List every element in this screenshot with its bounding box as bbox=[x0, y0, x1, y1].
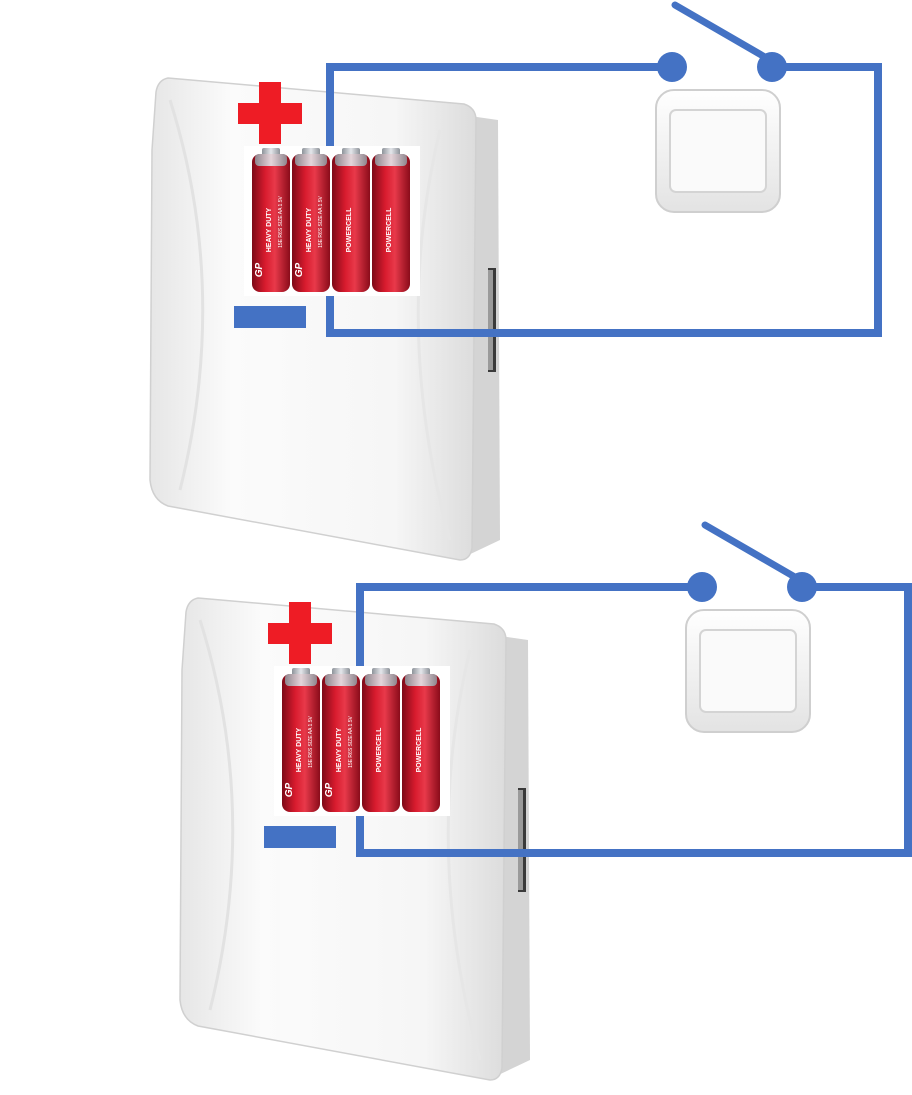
battery-size-label: 15E R6S SIZE AA 1.5V bbox=[278, 195, 284, 247]
battery-label: HEAVY DUTY bbox=[266, 207, 273, 252]
battery-body bbox=[372, 154, 410, 292]
wire-switch-to-negative bbox=[326, 63, 882, 337]
aa-battery-icon: HEAVY DUTY 15E R6S SIZE AA 1.5V GP bbox=[322, 668, 360, 812]
battery-size-label: 15E R6S SIZE AA 1.5V bbox=[348, 715, 354, 767]
aa-battery-icon: HEAVY DUTY 15E R6S SIZE AA 1.5V GP bbox=[252, 148, 290, 292]
battery-body bbox=[402, 674, 440, 812]
aa-battery-icon: POWERCELL bbox=[372, 148, 410, 292]
battery-label: POWERCELL bbox=[346, 207, 353, 252]
switch-contact-left-icon bbox=[657, 52, 687, 82]
minus-terminal-icon bbox=[264, 826, 336, 848]
aa-battery-icon: HEAVY DUTY 15E R6S SIZE AA 1.5V GP bbox=[282, 668, 320, 812]
wire-positive-to-switch bbox=[326, 63, 672, 150]
switch-contact-right-icon bbox=[757, 52, 787, 82]
battery-label: POWERCELL bbox=[416, 727, 423, 772]
switch-lever bbox=[671, 1, 774, 64]
battery-body bbox=[252, 154, 290, 292]
switch-rocker bbox=[669, 109, 767, 193]
wall-switch-icon bbox=[655, 89, 781, 213]
battery-shoulder bbox=[335, 154, 367, 166]
battery-shoulder bbox=[285, 674, 317, 686]
battery-label: HEAVY DUTY bbox=[306, 207, 313, 252]
minus-terminal-icon bbox=[234, 306, 306, 328]
switch-rocker bbox=[699, 629, 797, 713]
aa-battery-icon: POWERCELL bbox=[332, 148, 370, 292]
plus-horizontal-bar bbox=[268, 623, 332, 644]
battery-body bbox=[332, 154, 370, 292]
battery-brand: GP bbox=[284, 782, 295, 797]
aa-battery-icon: POWERCELL bbox=[362, 668, 400, 812]
aa-battery-icon: HEAVY DUTY 15E R6S SIZE AA 1.5V GP bbox=[292, 148, 330, 292]
wire-switch-to-negative bbox=[356, 583, 912, 857]
battery-label: POWERCELL bbox=[376, 727, 383, 772]
aa-battery-icon: POWERCELL bbox=[402, 668, 440, 812]
battery-label: HEAVY DUTY bbox=[336, 727, 343, 772]
battery-label: HEAVY DUTY bbox=[296, 727, 303, 772]
battery-body bbox=[362, 674, 400, 812]
battery-size-label: 15E R6S SIZE AA 1.5V bbox=[308, 715, 314, 767]
plus-terminal-icon bbox=[268, 602, 332, 664]
switch-lever bbox=[701, 521, 804, 584]
battery-size-label: 15E R6S SIZE AA 1.5V bbox=[318, 195, 324, 247]
battery-brand: GP bbox=[294, 262, 305, 277]
housing-side-slot-inner bbox=[488, 270, 493, 370]
battery-label: POWERCELL bbox=[386, 207, 393, 252]
circuit-wire bbox=[356, 583, 912, 857]
circuit-wire bbox=[326, 63, 882, 337]
battery-shoulder bbox=[255, 154, 287, 166]
housing-left-ridge bbox=[168, 99, 205, 491]
switch-contact-left-icon bbox=[687, 572, 717, 602]
wire-positive-to-switch bbox=[356, 583, 702, 670]
battery-body bbox=[322, 674, 360, 812]
housing-side-slot-inner bbox=[518, 790, 523, 890]
battery-shoulder bbox=[365, 674, 397, 686]
housing-left-ridge bbox=[198, 619, 235, 1011]
battery-shoulder bbox=[295, 154, 327, 166]
battery-shoulder bbox=[405, 674, 437, 686]
battery-body bbox=[292, 154, 330, 292]
switch-contact-right-icon bbox=[787, 572, 817, 602]
plus-terminal-icon bbox=[238, 82, 302, 144]
battery-brand: GP bbox=[324, 782, 335, 797]
wall-switch-icon bbox=[685, 609, 811, 733]
battery-shoulder bbox=[325, 674, 357, 686]
battery-body bbox=[282, 674, 320, 812]
plus-horizontal-bar bbox=[238, 103, 302, 124]
battery-brand: GP bbox=[254, 262, 265, 277]
battery-shoulder bbox=[375, 154, 407, 166]
